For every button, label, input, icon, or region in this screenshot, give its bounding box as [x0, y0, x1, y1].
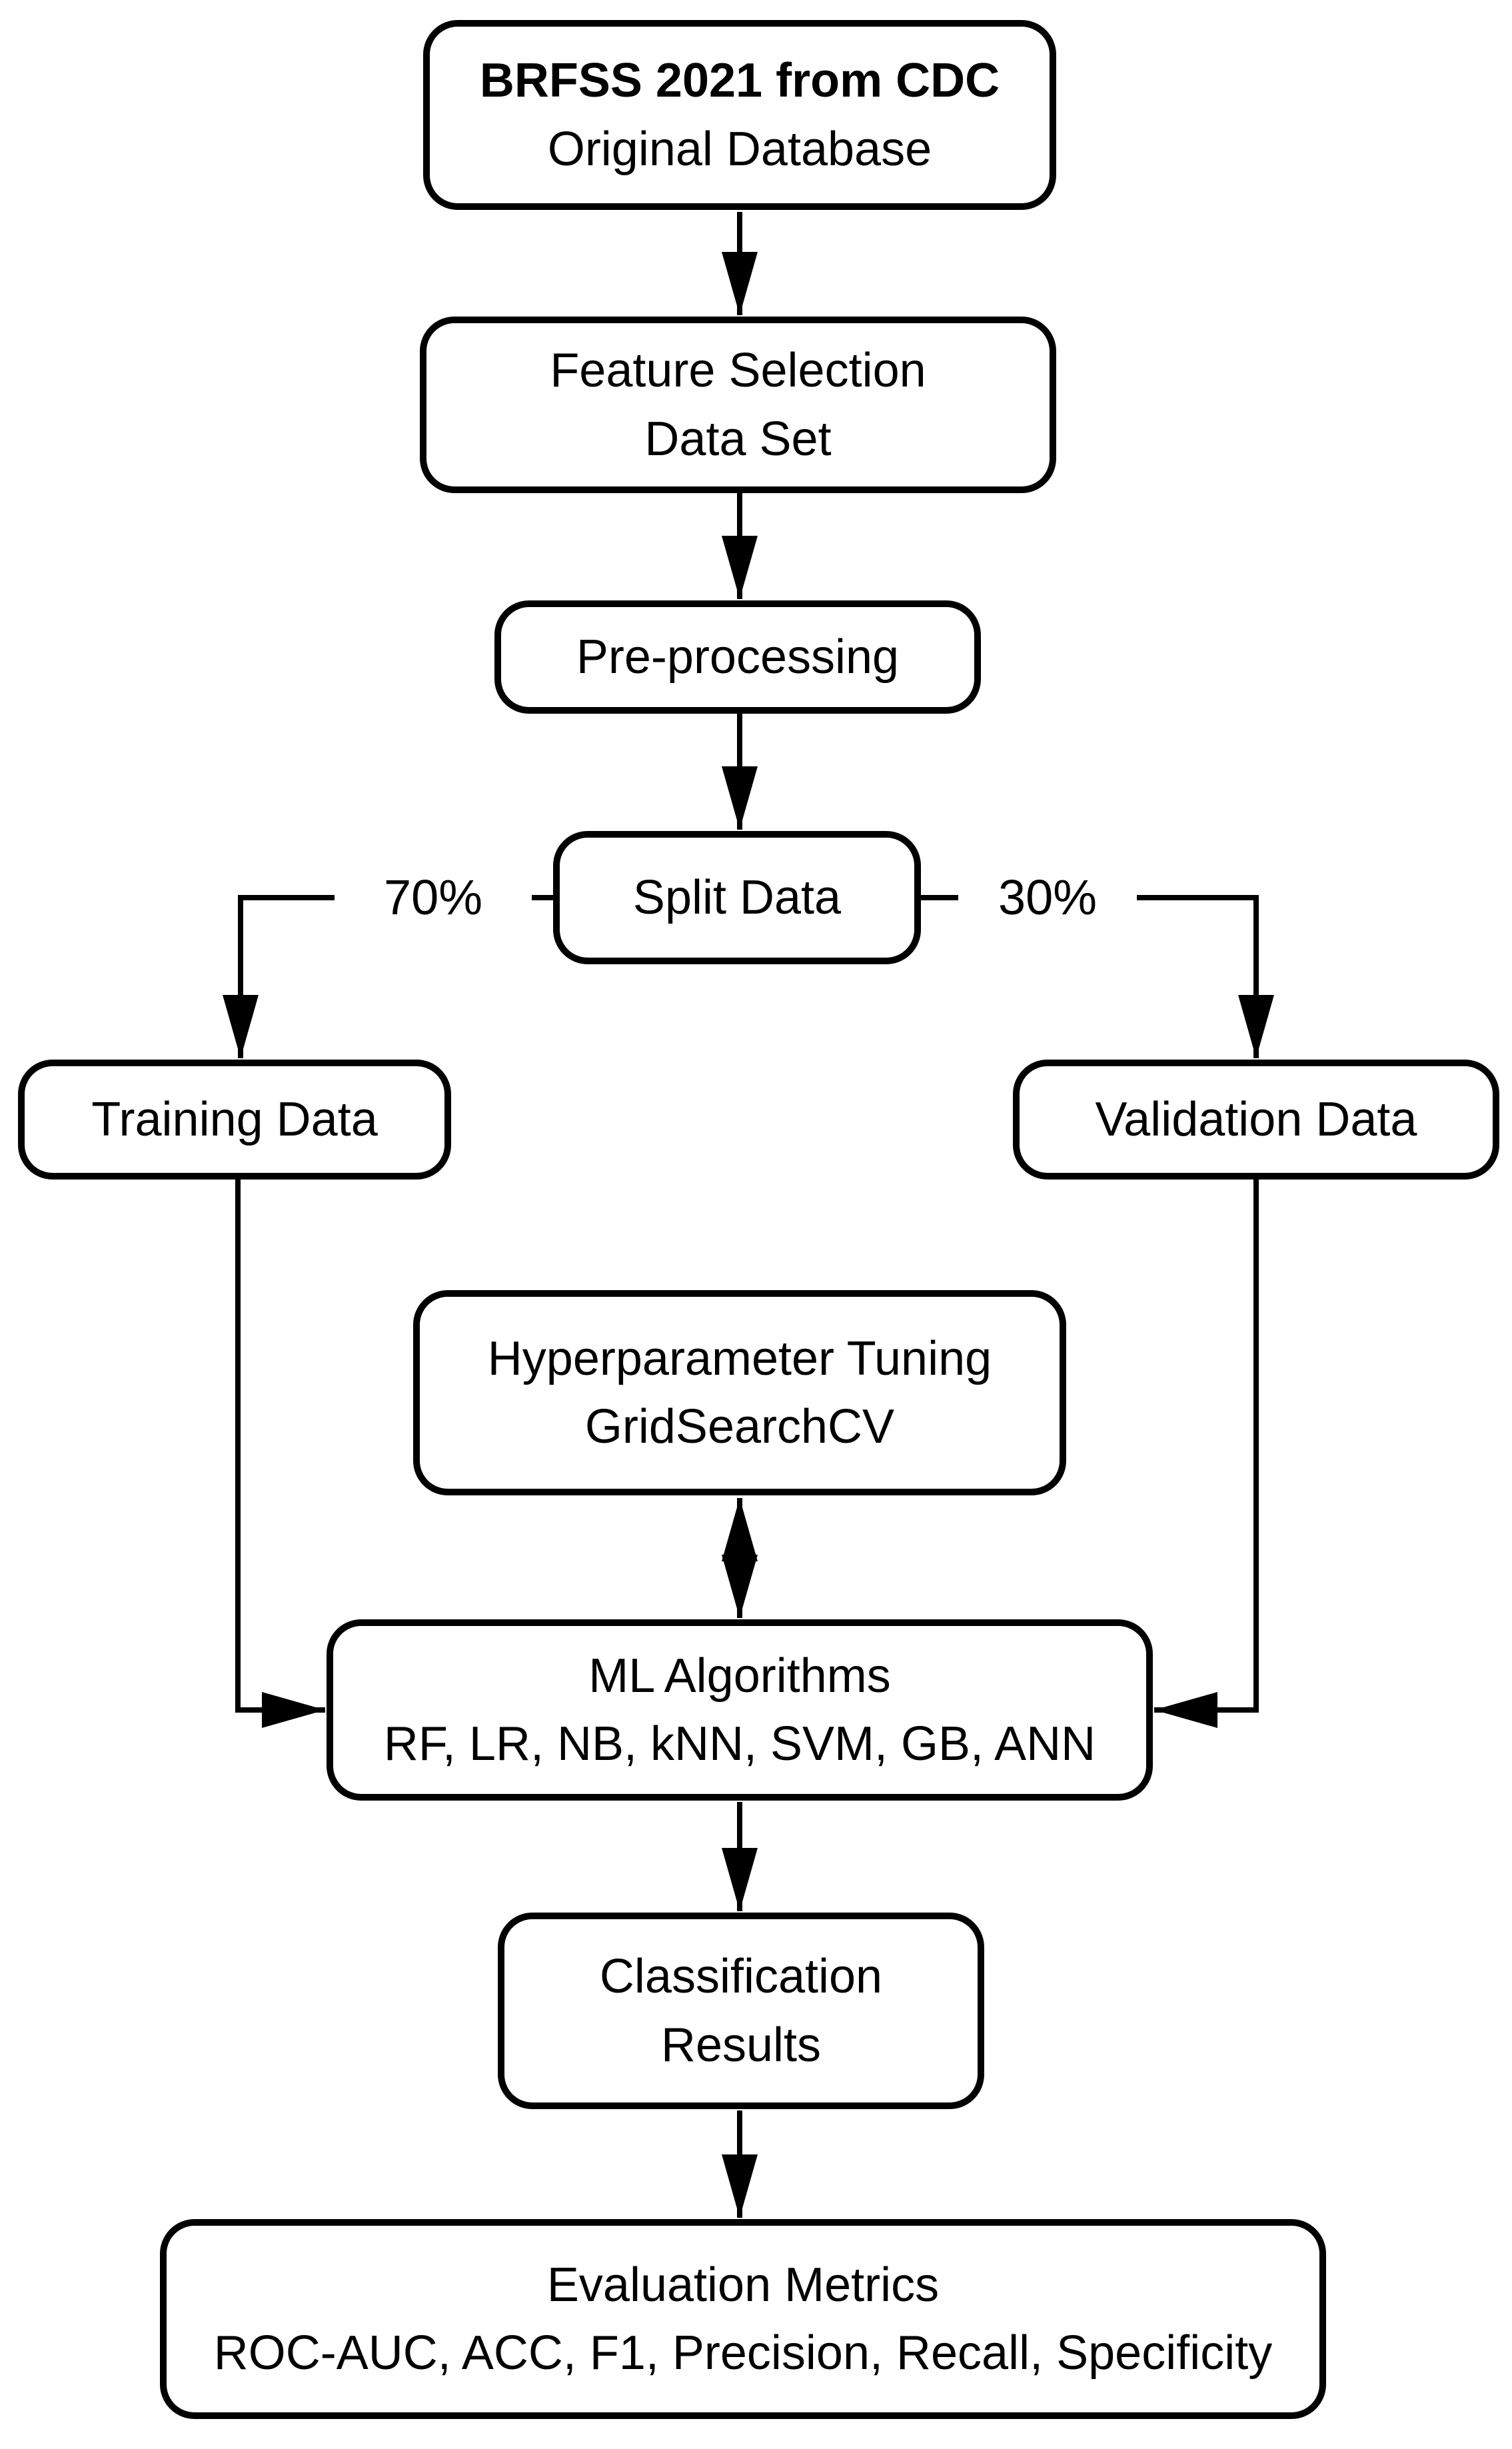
node-feature-selection-data-set: Feature Selection Data Set [420, 317, 1056, 493]
edge-training-to-ml [235, 1180, 325, 1728]
node-classification-results: Classification Results [498, 1913, 984, 2109]
node-label: Split Data [632, 870, 842, 924]
node-label: ROC-AUC, ACC, F1, Precision, Recall, Spe… [213, 2326, 1273, 2380]
node-label: ML Algorithms [588, 1649, 891, 1703]
node-label: Original Database [547, 122, 932, 176]
node-label: Results [660, 2018, 822, 2072]
node-label: BRFSS 2021 from CDC [479, 54, 1000, 108]
node-ml-algorithms: ML Algorithms RF, LR, NB, kNN, SVM, GB, … [327, 1619, 1153, 1801]
node-brfss-original-database: BRFSS 2021 from CDC Original Database [423, 20, 1056, 210]
node-label: Hyperparameter Tuning [487, 1331, 992, 1385]
edge-validation-to-ml [1154, 1180, 1259, 1728]
node-label: Classification [599, 1950, 883, 2004]
node-label: Training Data [91, 1092, 378, 1146]
node-label: Pre-processing [576, 630, 900, 684]
node-label: Feature Selection [550, 344, 926, 398]
node-label: Validation Data [1095, 1092, 1417, 1146]
node-training-data: Training Data [18, 1060, 451, 1180]
node-validation-data: Validation Data [1013, 1060, 1499, 1180]
edge-label-validation-split-percentage: 30% [998, 870, 1098, 925]
node-label: RF, LR, NB, kNN, SVM, GB, ANN [383, 1717, 1096, 1771]
edge-split-to-training [241, 895, 553, 1058]
node-label: GridSearchCV [584, 1400, 895, 1453]
node-hyperparameter-tuning: Hyperparameter Tuning GridSearchCV [413, 1290, 1066, 1495]
node-label: Data Set [644, 412, 832, 466]
edge-label-training-split-percentage: 70% [383, 870, 483, 925]
node-label: Evaluation Metrics [546, 2258, 940, 2312]
edge-split-to-validation [921, 895, 1256, 1058]
node-preprocessing: Pre-processing [494, 600, 981, 714]
node-split-data: Split Data [553, 831, 921, 964]
node-evaluation-metrics: Evaluation Metrics ROC-AUC, ACC, F1, Pre… [160, 2219, 1326, 2419]
